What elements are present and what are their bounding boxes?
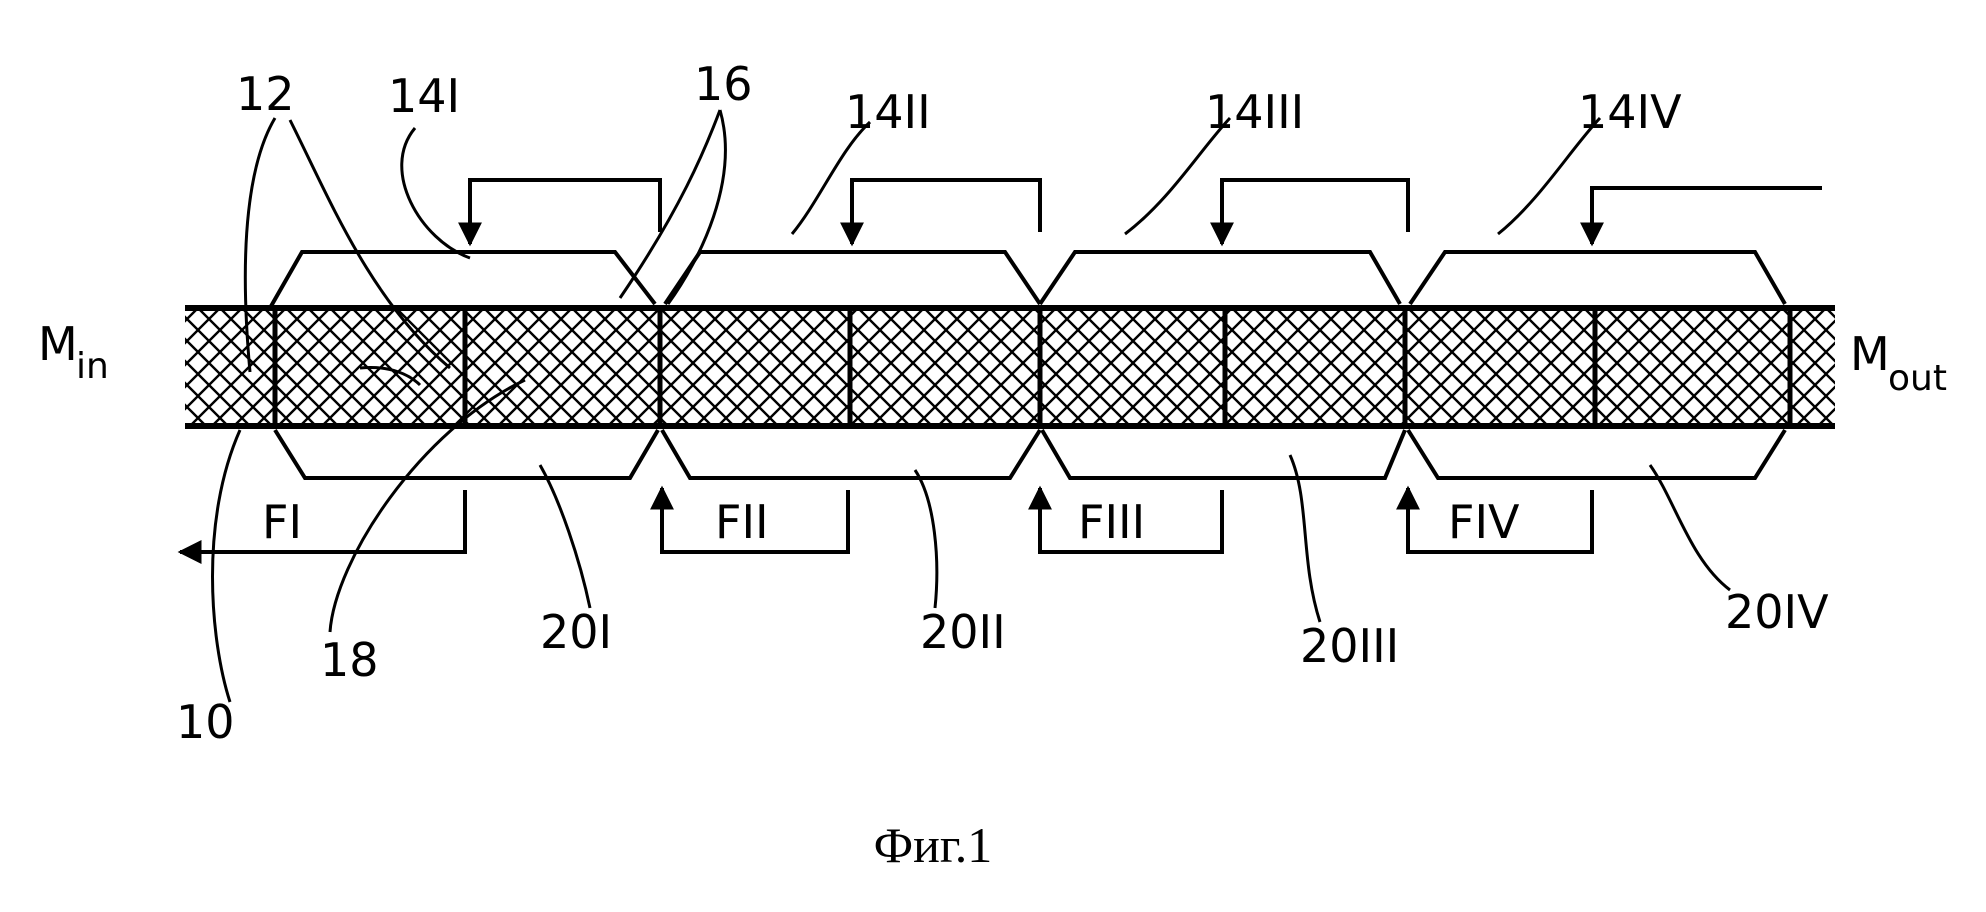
ref-18: 18 — [320, 633, 379, 687]
upper-chamber-1 — [270, 252, 655, 308]
label-20I: 20I — [540, 605, 612, 659]
lower-chambers — [275, 430, 1785, 478]
upper-connector-2 — [852, 180, 1040, 244]
stream-out-label: M out — [1850, 327, 1947, 399]
upper-chamber-3 — [1040, 252, 1400, 304]
upper-connector-1 — [470, 180, 660, 244]
ref-16: 16 — [694, 57, 753, 111]
svg-text:M: M — [1850, 327, 1890, 381]
lower-chamber-1 — [275, 430, 658, 478]
svg-text:out: out — [1888, 358, 1947, 399]
ref-10: 10 — [176, 695, 235, 749]
membrane-band — [185, 308, 1835, 426]
svg-text:M: M — [38, 317, 78, 371]
label-FI: FI — [262, 495, 302, 549]
lower-chamber-2 — [662, 430, 1040, 478]
lower-chamber-4 — [1408, 430, 1785, 478]
upper-chamber-2 — [665, 252, 1040, 304]
stream-in-label: M in — [38, 317, 109, 387]
upper-connector-4 — [1592, 188, 1822, 244]
label-14II: 14II — [845, 85, 931, 139]
label-14III: 14III — [1205, 85, 1304, 139]
ref-12: 12 — [236, 67, 295, 121]
label-20II: 20II — [920, 605, 1006, 659]
lower-chamber-3 — [1042, 430, 1405, 478]
upper-chamber-4 — [1410, 252, 1785, 304]
upper-chambers — [270, 252, 1785, 308]
label-FII: FII — [715, 495, 769, 549]
upper-connector-3 — [1222, 180, 1408, 244]
label-FIV: FIV — [1448, 495, 1520, 549]
label-20III: 20III — [1300, 619, 1399, 673]
lower-connector-FI — [180, 490, 465, 552]
label-14IV: 14IV — [1578, 85, 1682, 139]
label-20IV: 20IV — [1725, 585, 1829, 639]
label-FIII: FIII — [1078, 495, 1145, 549]
label-14I: 14I — [388, 69, 460, 123]
svg-text:in: in — [76, 346, 109, 387]
figure-caption: Фиг.1 — [874, 817, 993, 873]
